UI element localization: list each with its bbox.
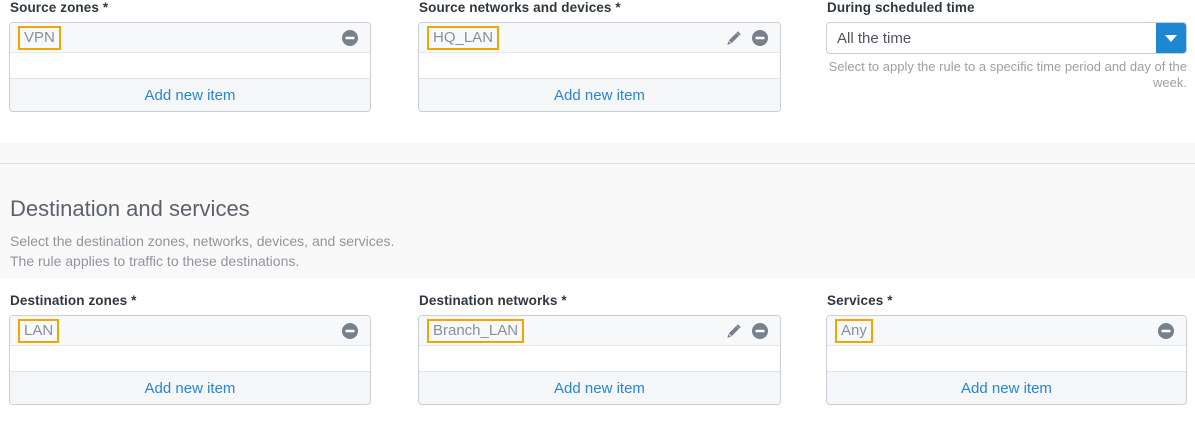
destination-section-header: Destination and services Select the dest… bbox=[0, 143, 1195, 279]
listbox-items: HQ_LAN bbox=[419, 23, 780, 78]
label-services: Services * bbox=[827, 293, 1187, 309]
listbox-footer[interactable]: Add new item bbox=[419, 78, 780, 111]
label-source-zones: Source zones * bbox=[10, 0, 371, 16]
listbox-destination-networks: Branch_LAN bbox=[418, 315, 781, 405]
required-marker: * bbox=[102, 0, 109, 15]
section-description-line-2: The rule applies to traffic to these des… bbox=[10, 253, 300, 269]
list-item-value: Any bbox=[835, 318, 873, 343]
field-services: Services * Any bbox=[826, 293, 1187, 405]
add-new-item-link[interactable]: Add new item bbox=[961, 379, 1052, 397]
list-item-value: HQ_LAN bbox=[427, 25, 500, 50]
label-text: Source networks and devices bbox=[419, 0, 612, 15]
list-item-actions bbox=[725, 322, 769, 340]
label-text: Destination networks bbox=[419, 293, 558, 308]
list-item[interactable]: LAN bbox=[10, 316, 370, 346]
label-text: Destination zones bbox=[10, 293, 128, 308]
list-item-actions bbox=[1157, 322, 1175, 340]
listbox-empty-area bbox=[419, 346, 780, 371]
pencil-icon[interactable] bbox=[725, 29, 743, 47]
label-text: Services bbox=[827, 293, 884, 308]
required-marker: * bbox=[561, 293, 567, 308]
listbox-empty-area bbox=[827, 346, 1186, 371]
list-item-actions bbox=[725, 29, 769, 47]
list-item-value: LAN bbox=[18, 318, 60, 343]
list-item[interactable]: Branch_LAN bbox=[419, 316, 780, 346]
label-destination-networks: Destination networks * bbox=[419, 293, 781, 309]
listbox-footer[interactable]: Add new item bbox=[827, 371, 1186, 404]
listbox-items: Branch_LAN bbox=[419, 316, 780, 371]
field-source-networks-and-devices: Source networks and devices * HQ_LAN bbox=[418, 0, 781, 112]
required-marker: * bbox=[615, 0, 621, 15]
minus-circle-icon[interactable] bbox=[341, 29, 359, 47]
label-text: Source zones bbox=[10, 0, 99, 15]
minus-circle-icon[interactable] bbox=[751, 322, 769, 340]
minus-circle-icon[interactable] bbox=[1157, 322, 1175, 340]
listbox-source-networks: HQ_LAN bbox=[418, 22, 781, 112]
schedule-hint: Select to apply the rule to a specific t… bbox=[826, 59, 1187, 91]
listbox-footer[interactable]: Add new item bbox=[419, 371, 780, 404]
schedule-select[interactable]: All the time bbox=[826, 22, 1187, 54]
label-source-networks-and-devices: Source networks and devices * bbox=[419, 0, 781, 16]
schedule-select-value[interactable]: All the time bbox=[837, 29, 912, 47]
list-item-value: Branch_LAN bbox=[427, 318, 525, 343]
list-item-actions bbox=[341, 29, 359, 47]
listbox-footer[interactable]: Add new item bbox=[10, 371, 370, 404]
add-new-item-link[interactable]: Add new item bbox=[554, 86, 645, 104]
section-title: Destination and services bbox=[10, 196, 250, 221]
caret-shape bbox=[1165, 34, 1177, 42]
label-destination-zones: Destination zones * bbox=[10, 293, 371, 309]
add-new-item-link[interactable]: Add new item bbox=[144, 379, 236, 397]
add-new-item-link[interactable]: Add new item bbox=[554, 379, 645, 397]
chevron-down-icon[interactable] bbox=[1156, 23, 1186, 53]
listbox-items: LAN bbox=[10, 316, 370, 371]
list-item[interactable]: VPN bbox=[10, 23, 370, 53]
section-description: Select the destination zones, networks, … bbox=[10, 231, 394, 271]
list-item-value: VPN bbox=[18, 25, 61, 50]
minus-circle-icon[interactable] bbox=[341, 322, 359, 340]
minus-circle-icon[interactable] bbox=[751, 29, 769, 47]
field-during-scheduled-time: During scheduled time All the time Selec… bbox=[826, 0, 1187, 91]
label-during-scheduled-time: During scheduled time bbox=[827, 0, 1187, 16]
listbox-items: Any bbox=[827, 316, 1186, 371]
listbox-empty-area bbox=[10, 346, 370, 371]
section-description-line-1: Select the destination zones, networks, … bbox=[10, 233, 395, 249]
listbox-empty-area bbox=[419, 53, 780, 78]
label-text: During scheduled time bbox=[827, 0, 975, 15]
schedule-hint-text: Select to apply the rule to a specific t… bbox=[828, 59, 1187, 90]
list-item[interactable]: HQ_LAN bbox=[419, 23, 780, 53]
listbox-items: VPN bbox=[10, 23, 370, 78]
field-source-zones: Source zones * VPN bbox=[9, 0, 371, 112]
listbox-services: Any Add new item bbox=[826, 315, 1187, 405]
listbox-empty-area bbox=[10, 53, 370, 78]
add-new-item-link[interactable]: Add new item bbox=[144, 86, 236, 104]
listbox-footer[interactable]: Add new item bbox=[10, 78, 370, 111]
field-destination-zones: Destination zones * LAN bbox=[9, 293, 371, 405]
field-destination-networks: Destination networks * Branch_LAN bbox=[418, 293, 781, 405]
list-item-actions bbox=[341, 322, 359, 340]
listbox-destination-zones: LAN Add new item bbox=[9, 315, 371, 405]
required-marker: * bbox=[131, 293, 137, 308]
pencil-icon[interactable] bbox=[725, 322, 743, 340]
required-marker: * bbox=[887, 293, 893, 308]
section-divider bbox=[0, 163, 1195, 164]
listbox-source-zones: VPN Add new item bbox=[9, 22, 371, 112]
list-item[interactable]: Any bbox=[827, 316, 1186, 346]
